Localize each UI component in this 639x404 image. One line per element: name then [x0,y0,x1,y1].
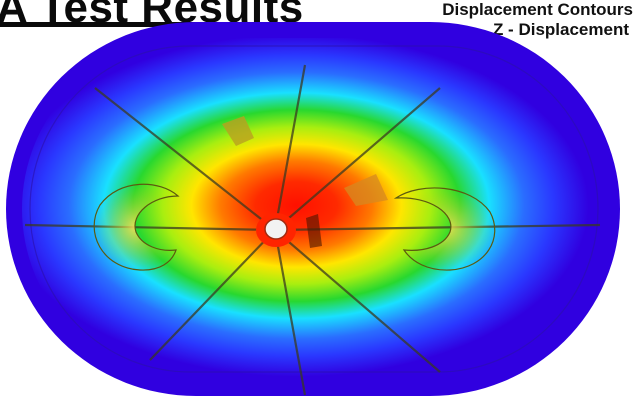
center-slot [306,214,322,248]
right-notch [344,174,388,206]
inner-contour-field [22,38,606,380]
outer-shell [6,22,620,396]
caption-line-2: Z - Displacement [492,20,629,39]
upper-notch [222,116,254,146]
right-lobe [393,187,496,271]
title-underline [0,22,304,27]
center-boss [256,213,296,247]
radial-ribs [24,64,601,396]
rim-line [29,45,599,373]
caption-line-1: Displacement Contours [442,0,633,19]
center-hole [264,218,288,240]
plot-caption: Displacement Contours Z - Displacement [442,0,633,40]
left-lobe [93,183,180,271]
